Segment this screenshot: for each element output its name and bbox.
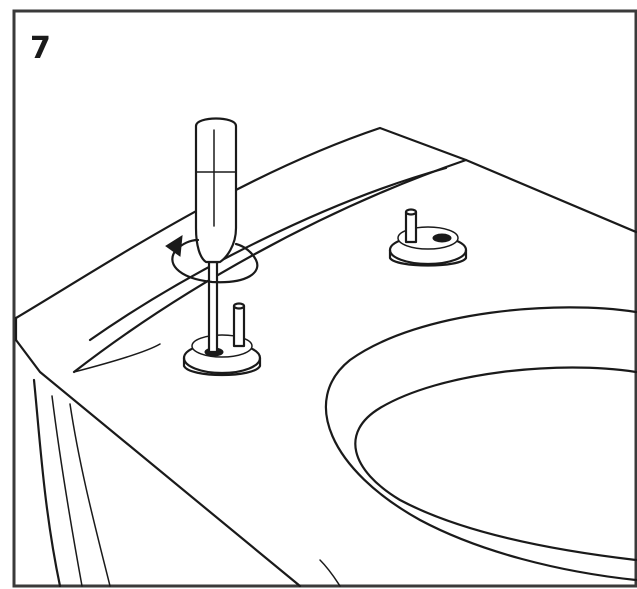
hinge-fitting-right (388, 208, 468, 267)
clockwise-rotation-arrow-icon (165, 235, 259, 284)
panel-frame (12, 9, 637, 588)
step-number: 7 (30, 31, 51, 66)
hinge-fitting-left (182, 302, 262, 377)
screwdriver-icon (194, 117, 238, 354)
bowl-opening (324, 306, 637, 582)
toilet-bowl-body (14, 126, 637, 588)
